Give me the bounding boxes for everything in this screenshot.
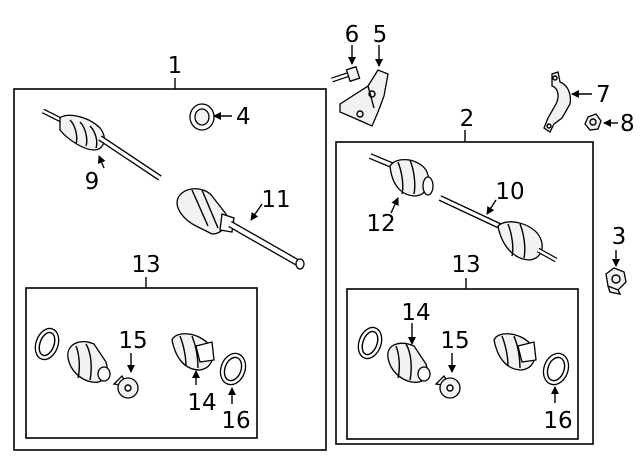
part-15-left-clip [112, 374, 139, 399]
leader-9 [98, 155, 106, 169]
callout-9: 9 [85, 169, 100, 195]
callout-12: 12 [366, 211, 395, 237]
callout-7: 7 [596, 82, 611, 108]
callout-13-right: 13 [451, 252, 480, 278]
part-3-nut [605, 267, 627, 295]
callout-2: 2 [460, 106, 475, 132]
left-kit-box [25, 287, 258, 439]
callout-8: 8 [620, 111, 635, 137]
left-assembly-box [13, 88, 327, 451]
part-14-left-boot [171, 333, 215, 371]
part-16-left-ring [219, 352, 247, 386]
part-10-outer-shaft [438, 195, 558, 263]
part-right-ring-a [357, 326, 383, 360]
callout-16-right: 16 [543, 408, 572, 434]
callout-10: 10 [495, 179, 524, 205]
part-6-bolt [331, 65, 361, 83]
callout-15-right: 15 [440, 328, 469, 354]
callout-14-right: 14 [401, 300, 430, 326]
part-5-bracket [339, 69, 389, 127]
callout-13-left: 13 [131, 252, 160, 278]
part-left-ring-a [34, 327, 60, 361]
right-kit-box [346, 288, 579, 440]
part-11-inner-shaft [176, 188, 305, 270]
part-15-right-clip [434, 374, 461, 399]
part-7-clamp [543, 71, 572, 133]
callout-16-left: 16 [221, 408, 250, 434]
callout-15-left: 15 [118, 328, 147, 354]
callout-5: 5 [373, 22, 388, 48]
callout-11: 11 [261, 187, 290, 213]
part-right-boot [493, 333, 537, 371]
part-9-outer-shaft [41, 108, 162, 181]
part-left-boot-a [67, 341, 111, 383]
callout-3: 3 [612, 224, 627, 250]
leader-11 [250, 203, 263, 221]
callout-1: 1 [168, 53, 183, 79]
part-14-right-joint [387, 342, 431, 383]
callout-14-left: 14 [187, 390, 216, 416]
leader-10 [486, 199, 497, 215]
callout-6: 6 [345, 22, 360, 48]
part-8-nut [584, 113, 602, 131]
part-16-right-ring [542, 352, 570, 386]
part-12-inner-joint [368, 153, 434, 197]
callout-4: 4 [236, 104, 251, 130]
leader-12 [390, 197, 399, 214]
part-4-seal [189, 103, 215, 131]
